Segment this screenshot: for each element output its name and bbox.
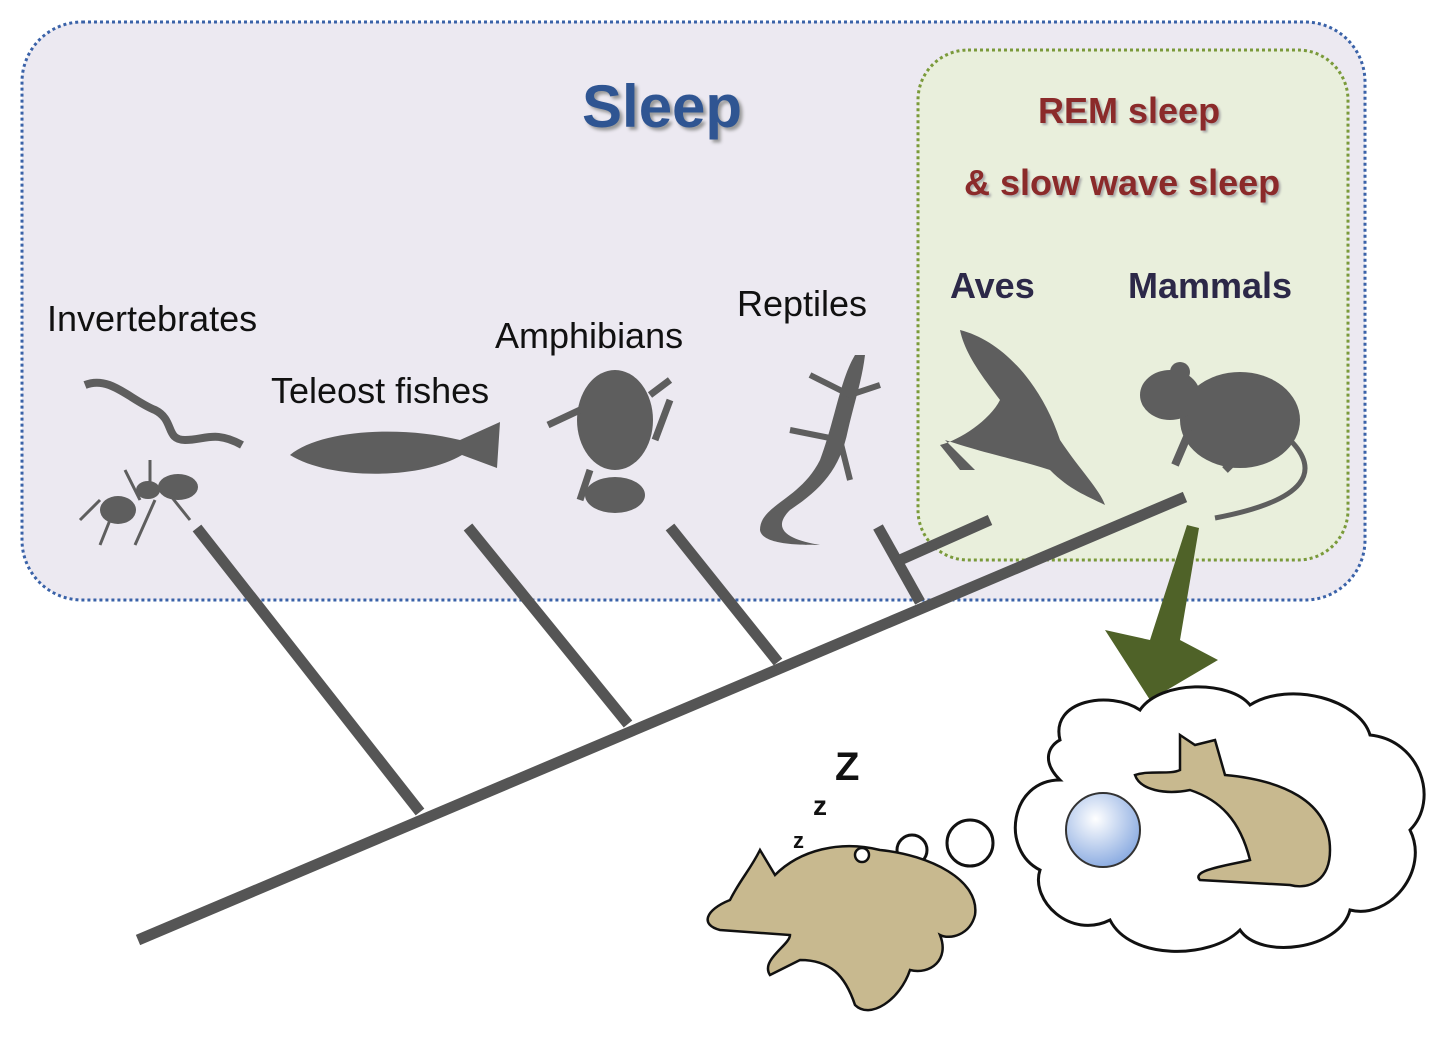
branch-invertebrates bbox=[192, 524, 425, 816]
zzz-2: z bbox=[813, 790, 827, 821]
silhouettes bbox=[78, 330, 1308, 546]
ball-icon bbox=[1065, 792, 1141, 868]
branch-teleost bbox=[463, 523, 633, 728]
label-reptiles: Reptiles bbox=[737, 283, 868, 324]
rat-icon bbox=[1140, 362, 1308, 521]
label-amphibians: Amphibians bbox=[495, 315, 684, 356]
dreaming-cat-icon bbox=[1133, 732, 1332, 888]
frog-icon bbox=[546, 370, 674, 513]
branch-amphibians bbox=[665, 523, 783, 666]
lizard-icon bbox=[760, 355, 881, 545]
page-title: Sleep bbox=[582, 73, 743, 140]
sleeping-cat-icon bbox=[706, 844, 977, 1012]
rem-label-line1: REM sleep bbox=[1038, 90, 1221, 131]
eagle-icon bbox=[940, 330, 1105, 505]
branch-aves bbox=[897, 514, 993, 566]
zzz: z z Z bbox=[793, 745, 859, 853]
rem-label-line2: & slow wave sleep bbox=[964, 162, 1281, 203]
label-mammals: Mammals bbox=[1128, 265, 1293, 306]
zzz-1: z bbox=[793, 828, 804, 853]
label-aves: Aves bbox=[950, 265, 1035, 306]
label-invertebrates: Invertebrates bbox=[47, 298, 258, 339]
zzz-3: Z bbox=[835, 745, 859, 789]
ant-icon bbox=[78, 460, 198, 546]
worm-icon bbox=[83, 378, 244, 449]
label-teleost: Teleost fishes bbox=[271, 370, 490, 411]
branch-reptiles bbox=[873, 524, 925, 605]
phylogenetic-tree bbox=[135, 491, 1188, 946]
tree-trunk bbox=[135, 491, 1188, 946]
arrow bbox=[1105, 525, 1218, 700]
fish-icon bbox=[290, 422, 500, 474]
thought-cloud bbox=[895, 685, 1426, 953]
